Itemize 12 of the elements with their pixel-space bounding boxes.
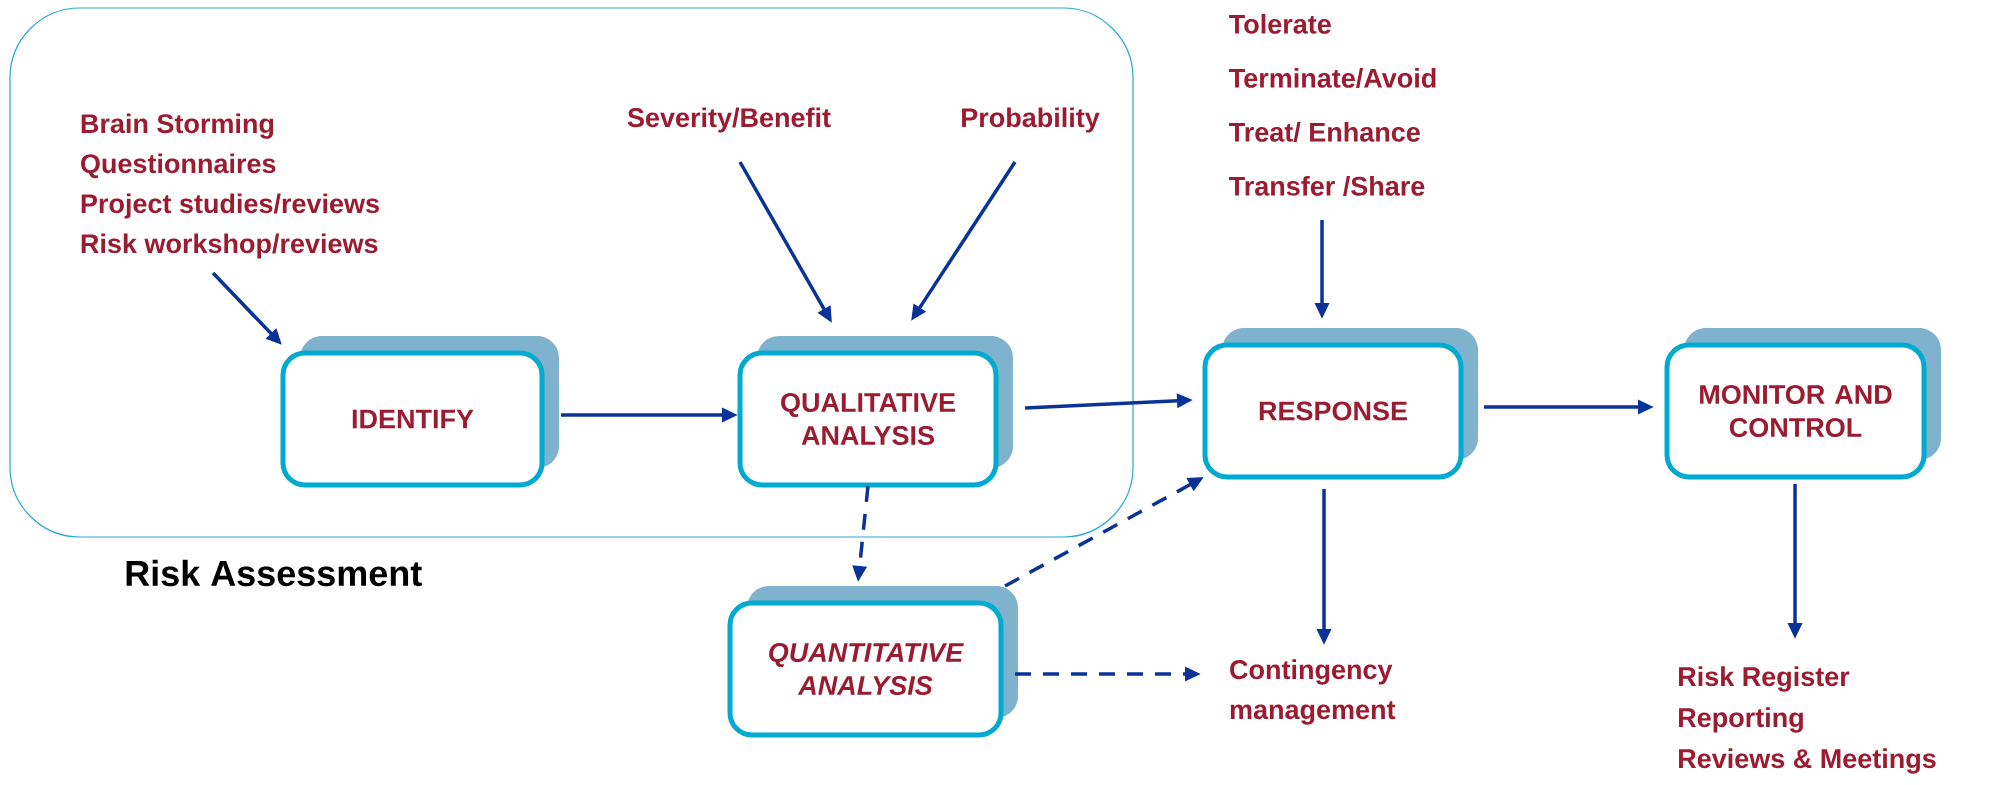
item-list: Brain Storming Questionnaires Project studies/reviews Risk workshop/reviews: [81, 113, 379, 259]
input-label: Severity/Benefit: [627, 107, 831, 133]
process-box: IDENTIFY: [280, 336, 559, 488]
output-label: Contingency management: [1230, 659, 1396, 725]
group-title: Risk Assessment: [126, 559, 422, 587]
process-box: QUANTITATIVE ANALYSIS: [727, 586, 1018, 738]
output-list: Risk Register Reporting Reviews & Meetings: [1679, 666, 1936, 774]
option-list: Tolerate Terminate/Avoid Treat/ Enhance Transfer /Share: [1229, 13, 1436, 197]
input-label: Probability: [962, 107, 1100, 133]
process-box: QUALITATIVE ANALYSIS: [737, 336, 1013, 488]
process-box: RESPONSE: [1202, 328, 1478, 480]
process-box: MONITOR AND CONTROL: [1664, 328, 1941, 480]
